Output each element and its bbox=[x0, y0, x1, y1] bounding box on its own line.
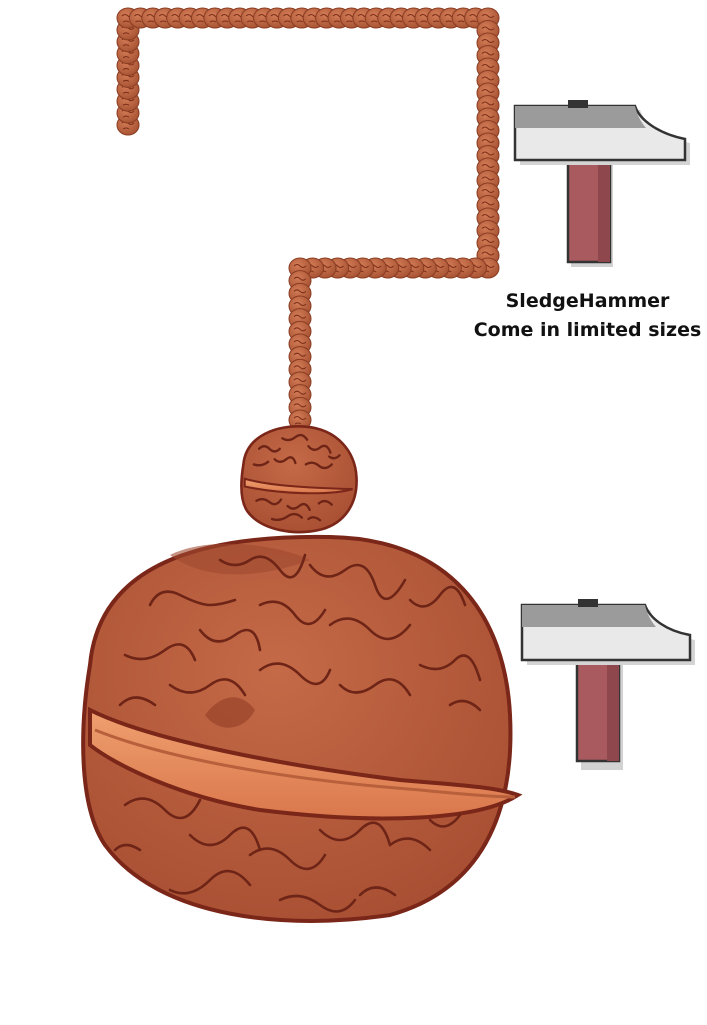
hammer-caption-subtitle: Come in limited sizes bbox=[473, 319, 702, 341]
hammer-caption: SledgeHammer Come in limited sizes bbox=[470, 287, 705, 345]
upper-sledgehammer-icon bbox=[513, 100, 690, 267]
lower-sledgehammer-icon bbox=[520, 599, 695, 770]
hammer-caption-title: SledgeHammer bbox=[505, 290, 670, 312]
large-walnut-icon bbox=[81, 534, 523, 923]
bead-chain bbox=[116, 7, 500, 431]
small-walnut-icon bbox=[240, 425, 358, 534]
